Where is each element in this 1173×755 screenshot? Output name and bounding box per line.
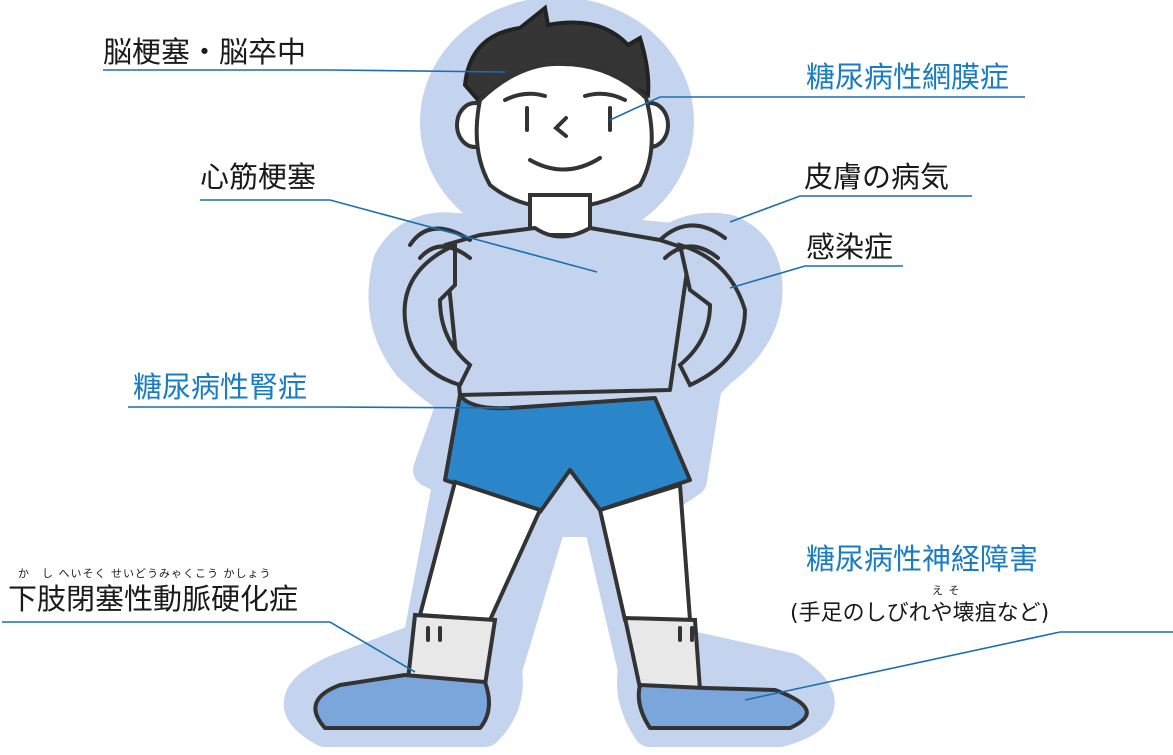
label-stroke: 脳梗塞・脳卒中 — [103, 35, 307, 69]
leader-retinopathy — [609, 96, 1025, 121]
left-arm — [402, 241, 473, 388]
face-features — [503, 91, 627, 172]
label-peripheral-arterial-disease: 下肢閉塞性動脈硬化症 — [8, 582, 299, 616]
shirt — [443, 226, 692, 397]
leader-infection — [729, 265, 903, 289]
ruby-neuropathy: え そ — [932, 584, 961, 597]
leader-myocardial — [200, 199, 598, 273]
label-nephropathy: 糖尿病性腎症 — [133, 370, 308, 404]
label-neuropathy: 糖尿病性神経障害 — [806, 542, 1039, 576]
left-shoe — [313, 673, 491, 730]
right-arm — [677, 242, 748, 388]
leader-pad — [2, 621, 416, 673]
leader-neuropathy — [744, 631, 1173, 701]
leader-skin — [729, 195, 972, 223]
label-skin-disease: 皮膚の病気 — [804, 160, 950, 194]
label-retinopathy: 糖尿病性網膜症 — [806, 60, 1010, 94]
label-myocardial-infarction: 心筋梗塞 — [200, 160, 317, 194]
sock-stripes — [426, 626, 694, 642]
right-sock — [622, 615, 703, 693]
label-infection: 感染症 — [806, 230, 894, 264]
ruby-pad: か し へいそく せいどうみゃくこう かしょう — [18, 567, 272, 580]
leader-stroke — [103, 69, 506, 73]
leader-nephropathy — [128, 406, 511, 409]
label-neuropathy-detail: (手足のしびれや壊疽など) — [790, 601, 1050, 626]
leader-lines — [2, 69, 1173, 701]
